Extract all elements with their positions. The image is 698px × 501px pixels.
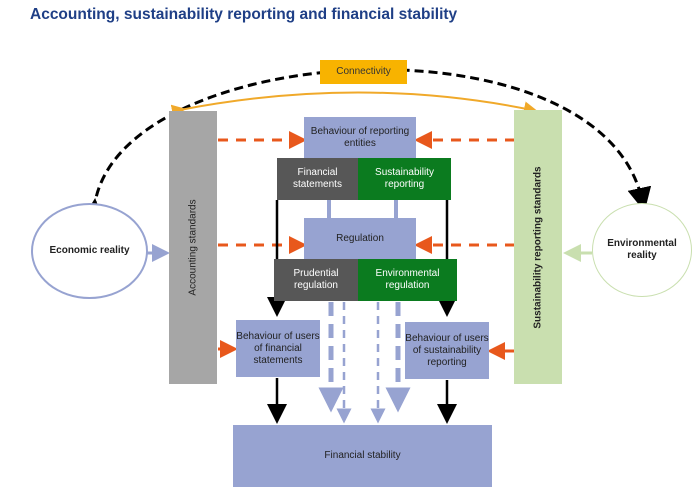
financial-stability-box: Financial stability <box>233 425 492 487</box>
financial-statements-box: Financial statements <box>277 158 358 200</box>
accounting-standards-label: Accounting standards <box>187 199 199 296</box>
sustainability-standards-bar: Sustainability reporting standards <box>514 110 562 384</box>
behaviour-reporting-entities-box: Behaviour of reporting entities <box>304 117 416 158</box>
sustainability-standards-label: Sustainability reporting standards <box>532 165 544 329</box>
prudential-regulation-box: Prudential regulation <box>274 259 358 301</box>
regulation-box: Regulation <box>304 218 416 259</box>
diagram-title: Accounting, sustainability reporting and… <box>30 6 458 23</box>
environmental-reality-node: Environmental reality <box>592 203 692 297</box>
connectivity-arc <box>170 91 538 119</box>
users-sustainability-reporting-box: Behaviour of users of sustainability rep… <box>405 322 489 379</box>
connectivity-box: Connectivity <box>320 60 407 84</box>
environmental-regulation-box: Environmental regulation <box>358 259 457 301</box>
users-financial-statements-box: Behaviour of users of financial statemen… <box>236 320 320 377</box>
dashed-arc-economic-environmental <box>80 68 652 224</box>
accounting-standards-bar: Accounting standards <box>169 111 217 384</box>
economic-reality-node: Economic reality <box>31 203 148 299</box>
sustainability-reporting-box: Sustainability reporting <box>358 158 451 200</box>
